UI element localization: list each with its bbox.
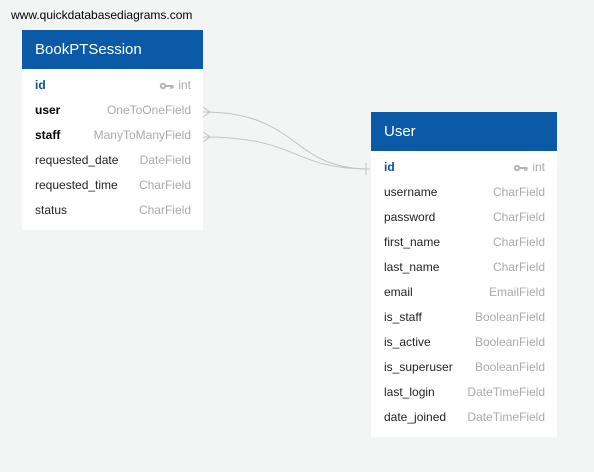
field-type-cell: CharField <box>139 173 191 198</box>
table-fields-bookptsession: id int user OneToOneField staff ManyToManyFie… <box>22 73 203 223</box>
field-type-cell: CharField <box>493 180 545 205</box>
field-type: int <box>178 78 191 92</box>
field-row[interactable]: is_active BooleanField <box>371 330 557 355</box>
crows-foot-user <box>202 106 211 118</box>
field-type: CharField <box>138 203 191 217</box>
field-type-cell: DateField <box>140 148 191 173</box>
crows-foot-staff <box>202 131 211 143</box>
field-type: BooleanField <box>474 360 545 374</box>
field-type-cell: BooleanField <box>475 305 545 330</box>
field-type: DateField <box>139 153 191 167</box>
field-type-cell: EmailField <box>489 280 545 305</box>
key-icon <box>160 82 174 89</box>
field-type-cell: DateTimeField <box>467 405 545 430</box>
field-type-cell: CharField <box>493 230 545 255</box>
field-row[interactable]: first_name CharField <box>371 230 557 255</box>
field-row[interactable]: last_login DateTimeField <box>371 380 557 405</box>
field-name: is_superuser <box>384 360 453 374</box>
field-type-cell: ManyToManyField <box>94 123 191 148</box>
field-name: requested_time <box>35 178 118 192</box>
table-bookptsession[interactable]: BookPTSession id int user OneToOneField staf… <box>22 30 203 230</box>
field-row[interactable]: status CharField <box>22 198 203 223</box>
field-row[interactable]: is_staff BooleanField <box>371 305 557 330</box>
field-row[interactable]: id int <box>22 73 203 98</box>
table-header-user[interactable]: User <box>371 112 557 151</box>
field-name: last_login <box>384 385 435 399</box>
field-name: email <box>384 285 413 299</box>
field-type: DateTimeField <box>467 410 545 424</box>
field-row[interactable]: staff ManyToManyField <box>22 123 203 148</box>
field-type: CharField <box>492 185 545 199</box>
field-name: date_joined <box>384 410 447 424</box>
field-name: id <box>384 160 395 174</box>
field-type-cell: CharField <box>493 205 545 230</box>
field-type: OneToOneField <box>106 103 191 117</box>
field-name: username <box>384 185 438 199</box>
field-name: last_name <box>384 260 440 274</box>
field-type-cell: int <box>159 73 191 98</box>
field-type: ManyToManyField <box>93 128 191 142</box>
field-row[interactable]: password CharField <box>371 205 557 230</box>
field-name: staff <box>35 128 61 142</box>
field-type: CharField <box>492 235 545 249</box>
field-row[interactable]: is_superuser BooleanField <box>371 355 557 380</box>
field-name: first_name <box>384 235 441 249</box>
field-row[interactable]: id int <box>371 155 557 180</box>
field-row[interactable]: user OneToOneField <box>22 98 203 123</box>
field-name: id <box>35 78 46 92</box>
field-type-cell: DateTimeField <box>467 380 545 405</box>
field-row[interactable]: email EmailField <box>371 280 557 305</box>
field-type: CharField <box>492 260 545 274</box>
field-type-cell: BooleanField <box>475 330 545 355</box>
field-name: is_staff <box>384 310 422 324</box>
relationship-staff-to-user-id <box>202 136 371 170</box>
field-type: EmailField <box>488 285 545 299</box>
field-row[interactable]: requested_time CharField <box>22 173 203 198</box>
field-name: is_active <box>384 335 431 349</box>
field-type: BooleanField <box>474 310 545 324</box>
field-row[interactable]: requested_date DateField <box>22 148 203 173</box>
field-type: BooleanField <box>474 335 545 349</box>
field-name: requested_date <box>35 153 119 167</box>
field-name: password <box>384 210 436 224</box>
field-type: CharField <box>138 178 191 192</box>
table-header-bookptsession[interactable]: BookPTSession <box>22 30 203 69</box>
field-type-cell: CharField <box>493 255 545 280</box>
field-type-cell: BooleanField <box>475 355 545 380</box>
field-row[interactable]: last_name CharField <box>371 255 557 280</box>
relationship-user-to-user-id <box>202 111 371 170</box>
key-icon <box>514 164 528 171</box>
field-name: status <box>35 203 68 217</box>
field-type: CharField <box>492 210 545 224</box>
field-type-cell: CharField <box>139 198 191 223</box>
field-type-cell: int <box>513 155 545 180</box>
field-row[interactable]: username CharField <box>371 180 557 205</box>
field-type-cell: OneToOneField <box>107 98 191 123</box>
field-name: user <box>35 103 61 117</box>
watermark: www.quickdatabasediagrams.com <box>11 8 193 22</box>
field-type: int <box>532 160 545 174</box>
field-row[interactable]: date_joined DateTimeField <box>371 405 557 430</box>
field-type: DateTimeField <box>467 385 545 399</box>
